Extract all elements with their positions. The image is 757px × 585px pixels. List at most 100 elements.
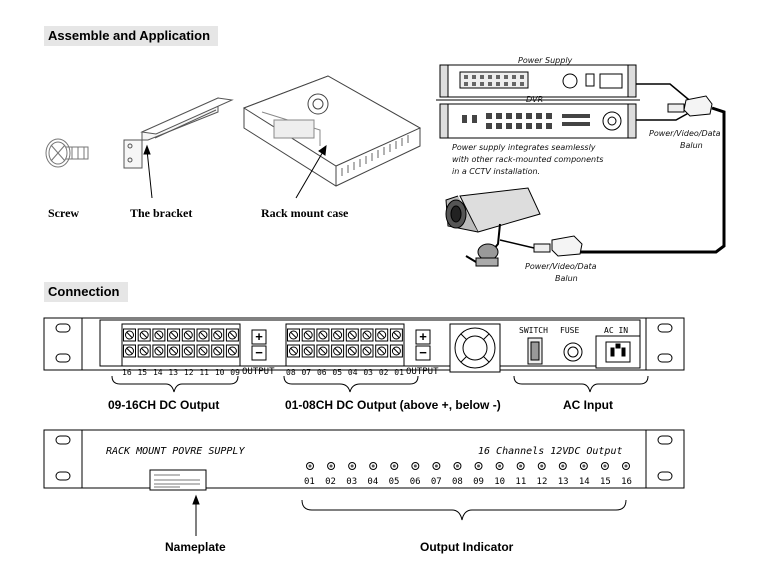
channel-number: 14 <box>152 368 163 377</box>
indicator-number: 12 <box>536 477 548 487</box>
rack-hole-icon <box>657 471 673 481</box>
terminal-screw-icon <box>287 344 300 358</box>
dvr-label: DVR <box>526 95 544 104</box>
indicator-led-core <box>582 464 586 468</box>
terminal-screw-icon <box>181 328 195 342</box>
brace-01-08 <box>283 375 419 393</box>
terminal-screw-icon <box>331 328 345 342</box>
terminal-screw-icon <box>345 344 359 358</box>
indicator-led-core <box>392 464 396 468</box>
power-supply-label: Power Supply <box>518 56 573 65</box>
rack-hole-icon <box>657 323 673 333</box>
terminal-screw-icon <box>137 328 151 342</box>
caption-ac-input: AC Input <box>563 398 613 412</box>
indicator-number: 16 <box>621 477 632 487</box>
terminal-screw-icon <box>167 328 181 342</box>
indicator-number: 14 <box>578 477 590 487</box>
terminal-screw-icon <box>375 344 389 358</box>
brace-09-16 <box>111 375 239 393</box>
brace-ac <box>513 375 649 393</box>
terminal-screw-icon <box>167 344 181 358</box>
balun-top-label-2: Balun <box>680 141 703 150</box>
indicator-number: 13 <box>557 477 569 487</box>
channel-number: 05 <box>332 368 343 377</box>
indicator-number: 10 <box>494 477 506 487</box>
channel-number: 07 <box>301 368 312 377</box>
rack-hole-icon <box>55 323 71 333</box>
rack-hole-icon <box>657 353 673 363</box>
terminal-screw-icon <box>331 344 345 358</box>
rack-hole-icon <box>55 353 71 363</box>
switch-label: SWITCH <box>519 326 548 335</box>
terminal-screw-icon <box>301 328 315 342</box>
plus-sign-right: + <box>419 329 427 344</box>
screw-label: Screw <box>48 206 80 220</box>
channel-number: 13 <box>168 368 179 377</box>
terminal-screw-icon <box>375 328 389 342</box>
rack-case-label: Rack mount case <box>261 206 349 220</box>
channel-number: 12 <box>183 368 194 377</box>
balun-top-label-1: Power/Video/Data <box>649 129 721 138</box>
indicator-number: 05 <box>388 477 400 487</box>
integration-note-2: with other rack-mounted components <box>452 155 604 164</box>
indicator-number: 06 <box>409 477 421 487</box>
terminal-screw-icon <box>225 344 239 358</box>
terminal-screw-icon <box>181 344 195 358</box>
assemble-section-title: Assemble and Application <box>44 26 219 46</box>
channel-number: 08 <box>286 368 296 377</box>
terminal-screw-icon <box>211 344 225 358</box>
bracket-icon <box>123 97 234 169</box>
indicator-led-core <box>371 464 375 468</box>
indicator-led-core <box>413 464 417 468</box>
minus-sign-right: − <box>419 345 427 360</box>
indicator-number: 09 <box>473 477 484 487</box>
rack-hole-icon <box>55 435 71 445</box>
terminal-screw-icon <box>225 328 239 342</box>
plus-terminal-left <box>251 329 267 345</box>
fuse-label: FUSE <box>560 326 580 335</box>
indicator-led-core <box>603 464 607 468</box>
terminal-screw-icon <box>152 344 166 358</box>
indicator-number: 15 <box>599 477 611 487</box>
balun-bottom-label-1: Power/Video/Data <box>525 262 597 271</box>
connection-section-title: Connection <box>44 282 128 302</box>
indicator-led-core <box>519 464 523 468</box>
terminal-screw-icon <box>287 328 300 342</box>
terminal-screw-icon <box>389 344 403 358</box>
minus-sign-left: − <box>255 345 263 360</box>
terminal-screw-icon <box>196 328 210 342</box>
channel-number: 16 <box>122 368 132 377</box>
indicator-led-core <box>434 464 438 468</box>
channel-number: 04 <box>347 368 358 377</box>
terminal-screw-icon <box>360 328 374 342</box>
indicator-number: 02 <box>325 477 336 487</box>
front-spec-label: 16 Channels 12VDC Output <box>478 446 623 457</box>
minus-terminal-right <box>415 345 431 361</box>
output-label-left: OUTPUT <box>242 367 275 377</box>
brace-indicators <box>301 499 627 521</box>
output-label-right: OUTPUT <box>406 367 439 377</box>
terminal-screw-icon <box>123 344 136 358</box>
indicator-led-core <box>329 464 333 468</box>
caption-01-08-output: 01-08CH DC Output (above +, below -) <box>285 398 501 412</box>
rack-hole-icon <box>657 435 673 445</box>
terminal-screw-icon <box>196 344 210 358</box>
indicator-led-core <box>624 464 628 468</box>
integration-note-3: in a CCTV installation. <box>452 167 541 176</box>
indicator-number: 08 <box>451 477 463 487</box>
indicator-number: 04 <box>367 477 379 487</box>
channel-number: 03 <box>363 368 373 377</box>
camera-icon <box>445 187 541 267</box>
terminal-screw-icon <box>211 328 225 342</box>
integration-note-1: Power supply integrates seamlessly <box>452 143 596 152</box>
arrow-up-icon <box>192 494 200 505</box>
channel-number: 06 <box>316 368 327 377</box>
terminal-screw-icon <box>123 328 136 342</box>
terminal-screw-icon <box>301 344 315 358</box>
